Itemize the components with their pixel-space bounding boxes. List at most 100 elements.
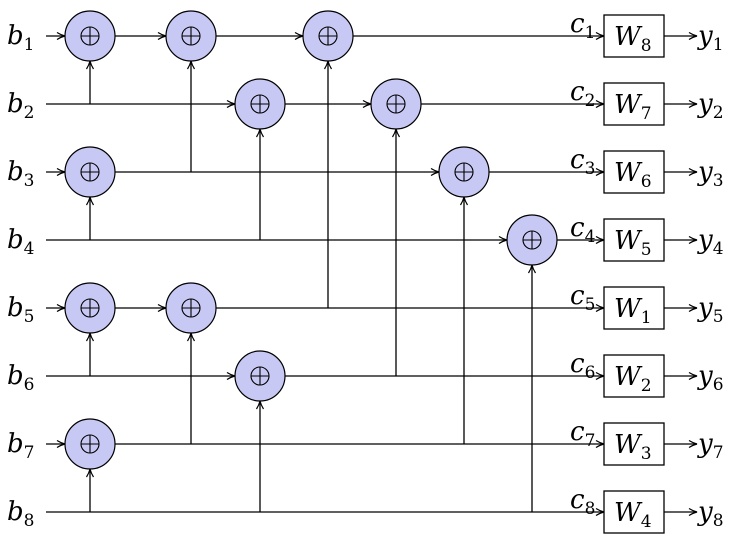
xor-node bbox=[165, 282, 217, 334]
input-label-letter: b bbox=[7, 157, 24, 187]
w-box-rect bbox=[603, 14, 665, 58]
input-label-subscript: 3 bbox=[24, 171, 35, 191]
mid-label-letter: c bbox=[570, 349, 585, 379]
xor-node bbox=[302, 10, 354, 62]
xor-node bbox=[64, 10, 116, 62]
mid-label-letter: c bbox=[570, 281, 585, 311]
mid-label-letter: c bbox=[570, 77, 585, 107]
input-label: b2 bbox=[7, 89, 34, 123]
xor-icon bbox=[80, 434, 100, 454]
output-label: y2 bbox=[697, 89, 724, 123]
output-label-subscript: 7 bbox=[713, 443, 724, 463]
output-label: y8 bbox=[697, 497, 724, 531]
input-label-subscript: 8 bbox=[24, 511, 35, 531]
w-box-rect bbox=[603, 422, 665, 466]
output-label-subscript: 2 bbox=[713, 103, 724, 123]
mid-label-subscript: 6 bbox=[585, 363, 596, 383]
output-label: y7 bbox=[697, 429, 724, 463]
input-label-subscript: 5 bbox=[24, 307, 35, 327]
output-label-letter: y bbox=[697, 21, 713, 51]
xor-node bbox=[64, 418, 116, 470]
w-box-label-subscript: 1 bbox=[641, 308, 652, 328]
output-label-letter: y bbox=[697, 225, 713, 255]
w-box-label: W1 bbox=[614, 294, 652, 328]
input-label-letter: b bbox=[7, 89, 24, 119]
xor-node bbox=[64, 146, 116, 198]
w-box: W4 bbox=[603, 490, 665, 534]
w-box: W6 bbox=[603, 150, 665, 194]
output-label-subscript: 3 bbox=[713, 171, 724, 191]
w-box: W2 bbox=[603, 354, 665, 398]
output-label-subscript: 4 bbox=[713, 239, 724, 259]
w-box-label-letter: W bbox=[614, 430, 643, 460]
input-label-subscript: 2 bbox=[24, 103, 35, 123]
mid-label-letter: c bbox=[570, 213, 585, 243]
w-box: W7 bbox=[603, 82, 665, 126]
xor-icon bbox=[250, 366, 270, 386]
mid-label-subscript: 5 bbox=[585, 295, 596, 315]
input-label-letter: b bbox=[7, 225, 24, 255]
w-box-label-subscript: 3 bbox=[641, 444, 652, 464]
mid-label: c6 bbox=[570, 349, 595, 383]
input-label-letter: b bbox=[7, 293, 24, 323]
output-label-letter: y bbox=[697, 361, 713, 391]
mid-label: c3 bbox=[570, 145, 595, 179]
w-box-label-subscript: 8 bbox=[641, 36, 652, 56]
xor-icon bbox=[454, 162, 474, 182]
w-box: W3 bbox=[603, 422, 665, 466]
mid-label-subscript: 8 bbox=[585, 499, 596, 519]
w-box-rect bbox=[603, 354, 665, 398]
input-label: b6 bbox=[7, 361, 34, 395]
mid-label: c5 bbox=[570, 281, 595, 315]
xor-node bbox=[370, 78, 422, 130]
w-box-label-letter: W bbox=[614, 362, 643, 392]
mid-label-letter: c bbox=[570, 485, 585, 515]
w-box-label-letter: W bbox=[614, 226, 643, 256]
w-box-label-subscript: 7 bbox=[641, 104, 652, 124]
w-box-label: W4 bbox=[614, 498, 652, 532]
w-box-label-letter: W bbox=[614, 498, 643, 528]
mid-label-subscript: 1 bbox=[585, 23, 596, 43]
mid-label-letter: c bbox=[570, 9, 585, 39]
output-label: y4 bbox=[697, 225, 724, 259]
w-box: W8 bbox=[603, 14, 665, 58]
input-label-letter: b bbox=[7, 361, 24, 391]
xor-node bbox=[506, 214, 558, 266]
w-box-rect bbox=[603, 218, 665, 262]
input-label: b8 bbox=[7, 497, 34, 531]
output-label-letter: y bbox=[697, 157, 713, 187]
input-label: b5 bbox=[7, 293, 34, 327]
output-label: y3 bbox=[697, 157, 724, 191]
xor-nodes bbox=[64, 10, 558, 470]
mid-label: c4 bbox=[570, 213, 595, 247]
w-box: W5 bbox=[603, 218, 665, 262]
xor-node bbox=[234, 78, 286, 130]
w-box-rect bbox=[603, 490, 665, 534]
mid-label-subscript: 4 bbox=[585, 227, 596, 247]
w-box-label-letter: W bbox=[614, 158, 643, 188]
xor-icon bbox=[386, 94, 406, 114]
output-label: y6 bbox=[697, 361, 724, 395]
w-box: W1 bbox=[603, 286, 665, 330]
output-label-letter: y bbox=[697, 429, 713, 459]
input-label-subscript: 1 bbox=[24, 35, 35, 55]
input-label-letter: b bbox=[7, 429, 24, 459]
xor-icon bbox=[181, 26, 201, 46]
xor-icon bbox=[318, 26, 338, 46]
w-box-label: W3 bbox=[614, 430, 652, 464]
input-label: b3 bbox=[7, 157, 34, 191]
mid-label-letter: c bbox=[570, 145, 585, 175]
w-box-label: W7 bbox=[614, 90, 652, 124]
wires bbox=[46, 31, 698, 517]
mid-label-subscript: 2 bbox=[585, 91, 596, 111]
w-box-label: W8 bbox=[614, 22, 652, 56]
output-label: y5 bbox=[697, 293, 724, 327]
w-box-rect bbox=[603, 150, 665, 194]
output-label-subscript: 6 bbox=[713, 375, 724, 395]
output-label-subscript: 8 bbox=[713, 511, 724, 531]
mid-label-subscript: 3 bbox=[585, 159, 596, 179]
w-box-label: W6 bbox=[614, 158, 652, 192]
input-label-letter: b bbox=[7, 497, 24, 527]
